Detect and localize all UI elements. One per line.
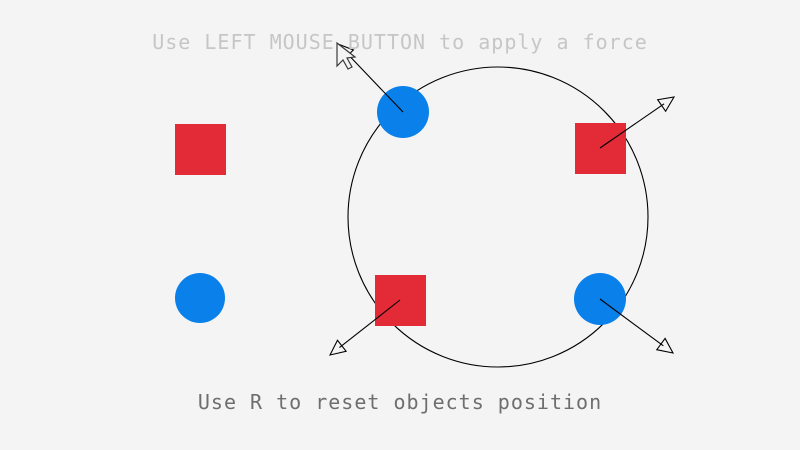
- force-line-circle-orbit-right: [599, 298, 664, 347]
- force-vector-circle-orbit-right: [599, 298, 675, 354]
- hint-reset-objects: Use R to reset objects position: [197, 390, 603, 414]
- body-square-orbit-bottom[interactable]: [375, 275, 426, 326]
- force-arrowhead-circle-orbit-right: [655, 337, 675, 354]
- force-line-square-orbit-right: [599, 103, 665, 149]
- force-vector-square-orbit-bottom: [328, 299, 401, 356]
- orbit-circle: [347, 66, 649, 368]
- force-arrowhead-square-orbit-right: [656, 96, 676, 113]
- hint-apply-force: Use LEFT MOUSE BUTTON to apply a force: [152, 30, 648, 54]
- force-vector-square-orbit-right: [599, 96, 676, 149]
- force-arrowhead-square-orbit-bottom: [328, 339, 348, 356]
- force-line-square-orbit-bottom: [339, 299, 401, 349]
- body-square-orbit-right[interactable]: [575, 123, 626, 174]
- body-circle-free-left[interactable]: [175, 273, 225, 323]
- mouse-cursor-icon: [336, 41, 357, 70]
- force-line-circle-orbit-top: [345, 52, 404, 113]
- body-square-free-left[interactable]: [175, 124, 226, 175]
